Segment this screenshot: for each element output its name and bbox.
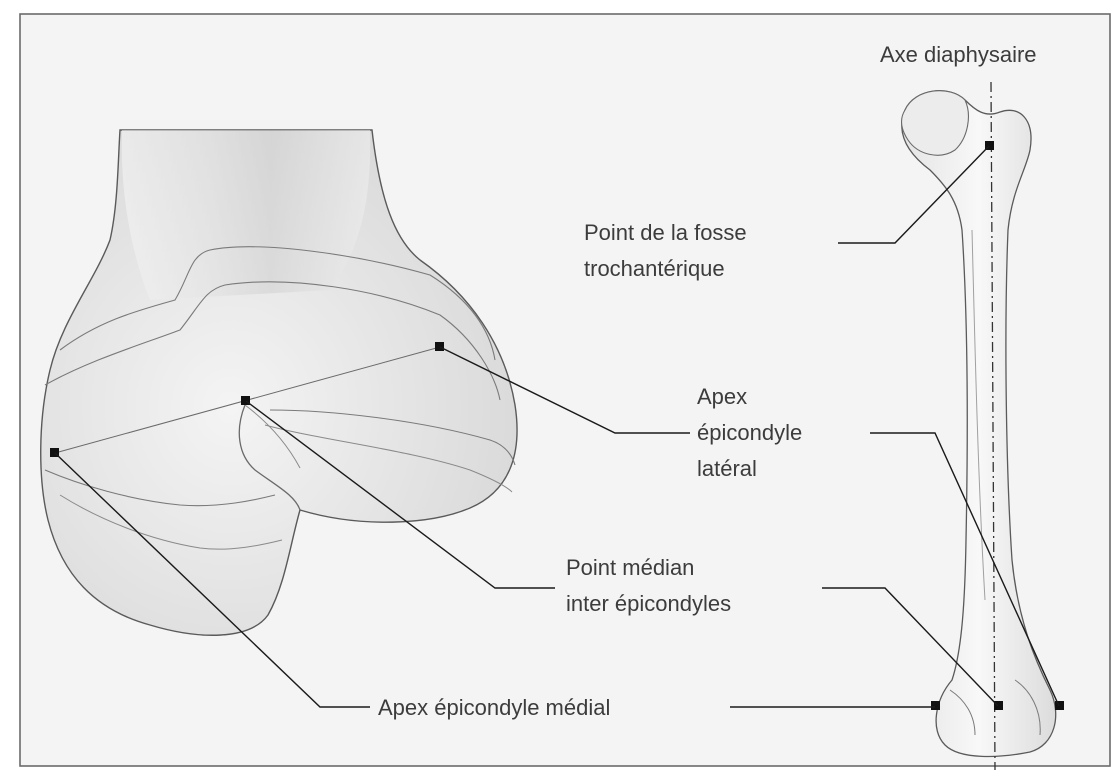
condyle-contour: [949, 679, 1041, 736]
label-axe-diaphysaire: Axe diaphysaire: [880, 42, 1037, 67]
contour-line-1: [59, 246, 496, 361]
shaft-shading: [121, 130, 371, 300]
label-lateral-line3: latéral: [697, 456, 757, 481]
label-lateral-line1: Apex: [697, 384, 747, 409]
notch-edge: [244, 404, 301, 469]
intercondylar-notch: [238, 404, 301, 511]
label-medial: Apex épicondyle médial: [378, 695, 610, 720]
contour-line-3: [269, 409, 516, 466]
leader-fosse: [838, 145, 990, 244]
contour-line-5: [44, 469, 276, 507]
point-trochanteric-fossa: [985, 141, 994, 150]
label-median-line2: inter épicondyles: [566, 591, 731, 616]
label-fosse-line2: trochantérique: [584, 256, 725, 281]
label-lateral-line2: épicondyle: [697, 420, 802, 445]
contour-line-2: [44, 281, 501, 401]
point-medial-epicondyle-side: [931, 701, 940, 710]
leader-median-left: [245, 400, 555, 589]
shaft-contour: [971, 229, 986, 601]
leader-lines: [54, 145, 1060, 708]
leader-medial-left: [54, 452, 370, 708]
contour-line-4: [264, 424, 513, 493]
leader-median-right: [822, 587, 999, 707]
label-fosse-line1: Point de la fosse: [584, 220, 747, 245]
distal-femur: [40, 129, 518, 636]
leader-lateral-right: [870, 432, 1060, 707]
diaphyseal-axis: [990, 81, 996, 771]
contour-line-6: [59, 494, 283, 550]
leader-lateral-left: [439, 346, 690, 434]
point-apex-medial: [50, 448, 59, 457]
label-median-line1: Point médian: [566, 555, 694, 580]
femur-outline: [901, 90, 1057, 758]
point-median-side: [994, 701, 1003, 710]
femoral-head: [901, 90, 969, 156]
point-apex-lateral: [435, 342, 444, 351]
point-median: [241, 396, 250, 405]
